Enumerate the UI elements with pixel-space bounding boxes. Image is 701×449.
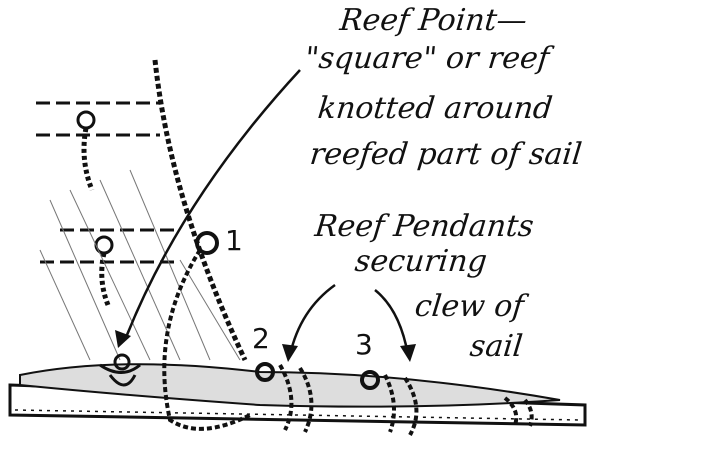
number-1: 1 — [225, 224, 243, 257]
reef-point-label-1: Reef Point— — [338, 3, 529, 38]
reef-point-label-2: "square" or reef — [303, 41, 551, 76]
reef-lines — [36, 101, 180, 264]
reef-pendants-label-2: securing — [353, 244, 489, 279]
sail-shading — [39, 169, 241, 361]
pendant-lashings — [255, 362, 534, 436]
reef-pendants-label-1: Reef Pendants — [313, 209, 536, 244]
number-2: 2 — [252, 322, 270, 355]
number-3: 3 — [355, 328, 373, 361]
reef-point-label-3: knotted around — [316, 91, 555, 126]
reef-knot — [99, 353, 141, 387]
reef-pendants-label-3: clew of — [413, 289, 526, 324]
arrowheads — [115, 330, 416, 362]
reef-pendant-1 — [162, 231, 251, 431]
reefed-sail — [19, 363, 561, 408]
reef-point-label-4: reefed part of sail — [308, 137, 584, 172]
leech-rope — [152, 59, 248, 362]
reef-pendants-label-4: sail — [468, 329, 525, 364]
